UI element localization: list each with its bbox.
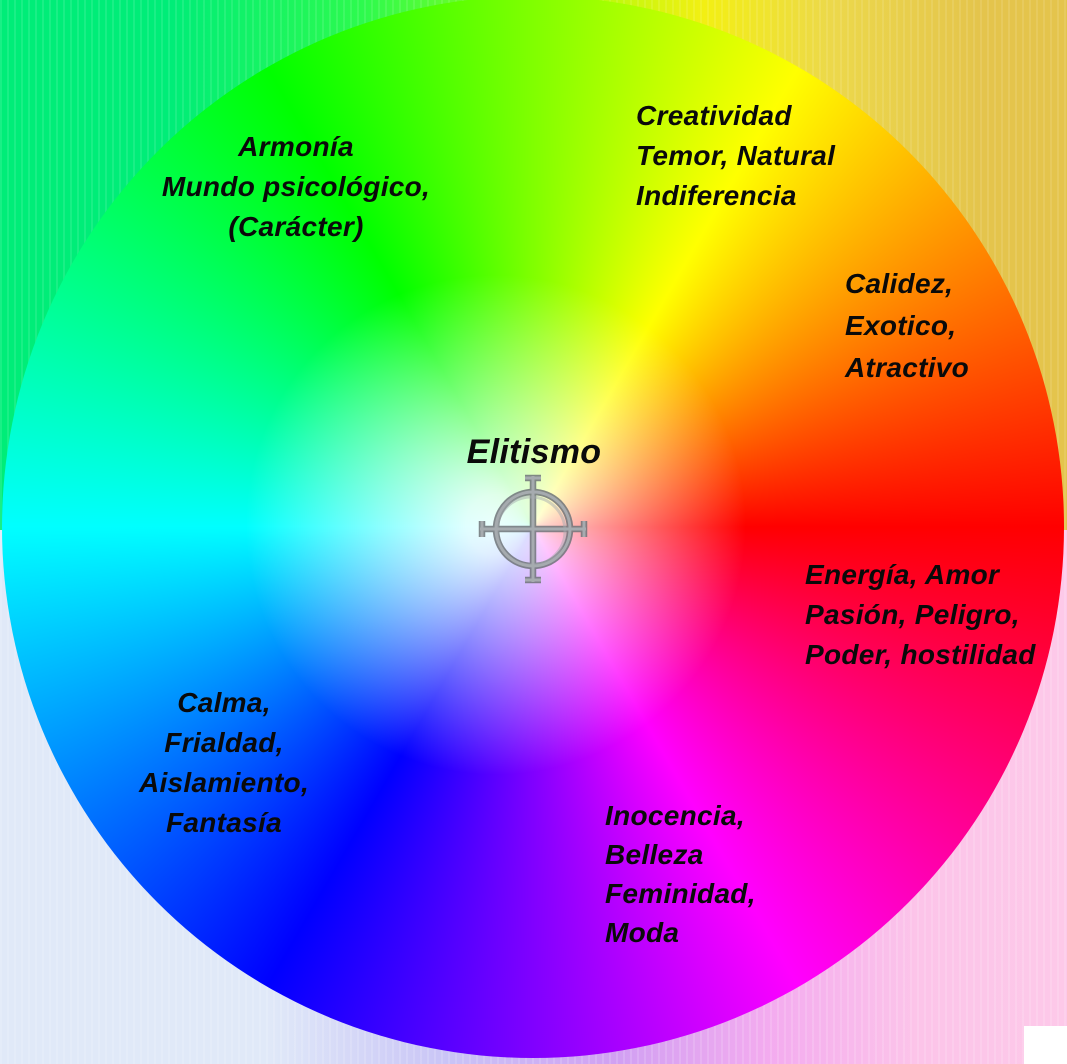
label-elitismo-center-title: Elitismo: [467, 433, 602, 471]
label-line: Temor, Natural: [636, 140, 836, 171]
label-line: Feminidad,: [605, 878, 756, 909]
label-inocencia: Inocencia, Belleza Feminidad, Moda: [605, 796, 756, 952]
label-line: Belleza: [605, 839, 704, 870]
label-line: Fantasía: [166, 807, 282, 838]
label-energia: Energía, Amor Pasión, Peligro, Poder, ho…: [805, 555, 1036, 675]
label-creatividad: Creatividad Temor, Natural Indiferencia: [636, 96, 835, 216]
label-line: Calidez,: [845, 268, 954, 299]
label-calidez: Calidez, Exotico, Atractivo: [845, 263, 969, 389]
label-line: Calma,: [177, 687, 271, 718]
label-line: Exotico,: [845, 310, 957, 341]
label-line: Creatividad: [636, 100, 792, 131]
label-line: Indiferencia: [636, 180, 797, 211]
crosshair-svg: [478, 474, 588, 584]
label-line: Frialdad,: [164, 727, 284, 758]
label-line: (Carácter): [228, 211, 364, 242]
label-line: Moda: [605, 917, 680, 948]
label-line: Atractivo: [845, 352, 970, 383]
label-line: Poder, hostilidad: [805, 639, 1036, 670]
label-line: Mundo psicológico,: [161, 171, 431, 202]
label-line: Pasión, Peligro,: [805, 599, 1020, 630]
label-line: Aislamiento,: [138, 767, 310, 798]
label-armonia: Armonía Mundo psicológico, (Carácter): [162, 127, 430, 247]
label-line: Energía, Amor: [805, 559, 1000, 590]
crosshair-target-icon: [475, 471, 591, 587]
label-line: Inocencia,: [605, 800, 745, 831]
label-calma: Calma, Frialdad, Aislamiento, Fantasía: [139, 683, 309, 843]
white-corner-patch: [1024, 1026, 1067, 1064]
label-line: Armonía: [238, 131, 354, 162]
center-title-text: Elitismo: [466, 433, 602, 471]
